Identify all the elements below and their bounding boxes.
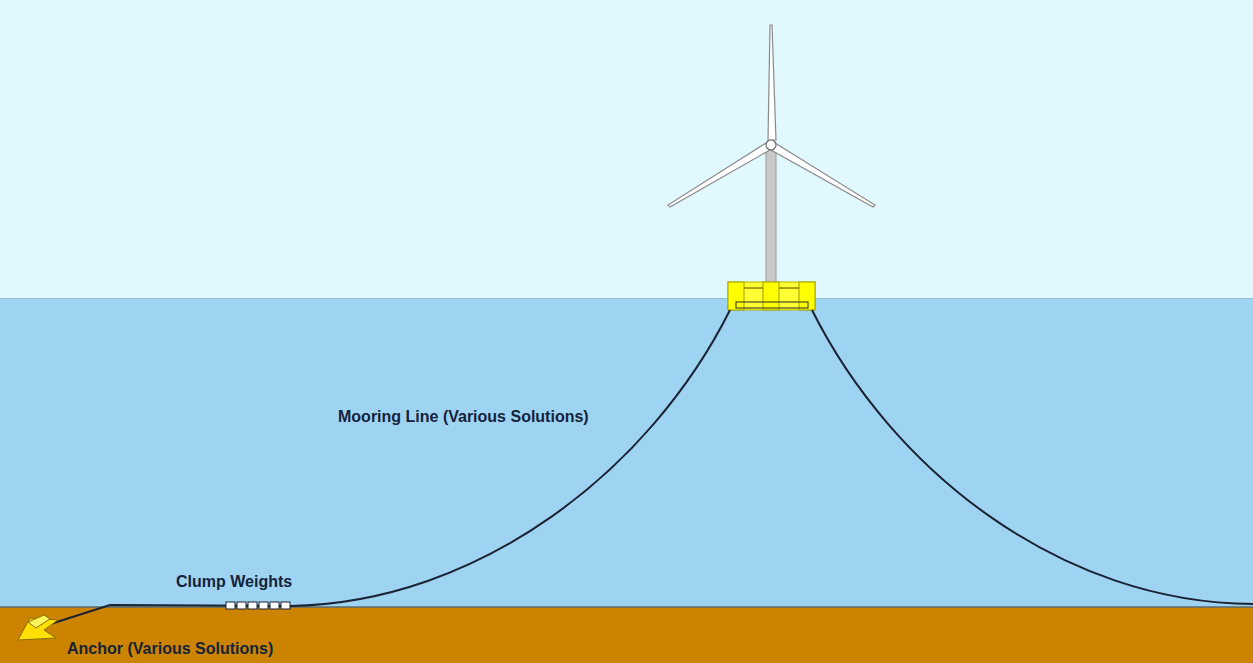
mooring-line	[812, 310, 1253, 604]
mooring-line-label: Mooring Line (Various Solutions)	[338, 408, 589, 426]
seabed	[0, 607, 1253, 663]
anchor-label: Anchor (Various Solutions)	[67, 640, 273, 658]
floating-platform	[728, 282, 815, 310]
tower	[766, 148, 776, 284]
mooring-line	[38, 310, 730, 628]
seabed-line	[0, 606, 1253, 608]
sea-surface	[0, 298, 1253, 299]
clump-weights-label: Clump Weights	[176, 573, 292, 591]
sky	[0, 0, 1253, 299]
blade	[668, 143, 770, 207]
blade	[768, 25, 776, 140]
blade	[771, 143, 875, 207]
clump-weights	[226, 602, 290, 609]
anchor	[18, 615, 58, 640]
hub	[766, 140, 776, 150]
